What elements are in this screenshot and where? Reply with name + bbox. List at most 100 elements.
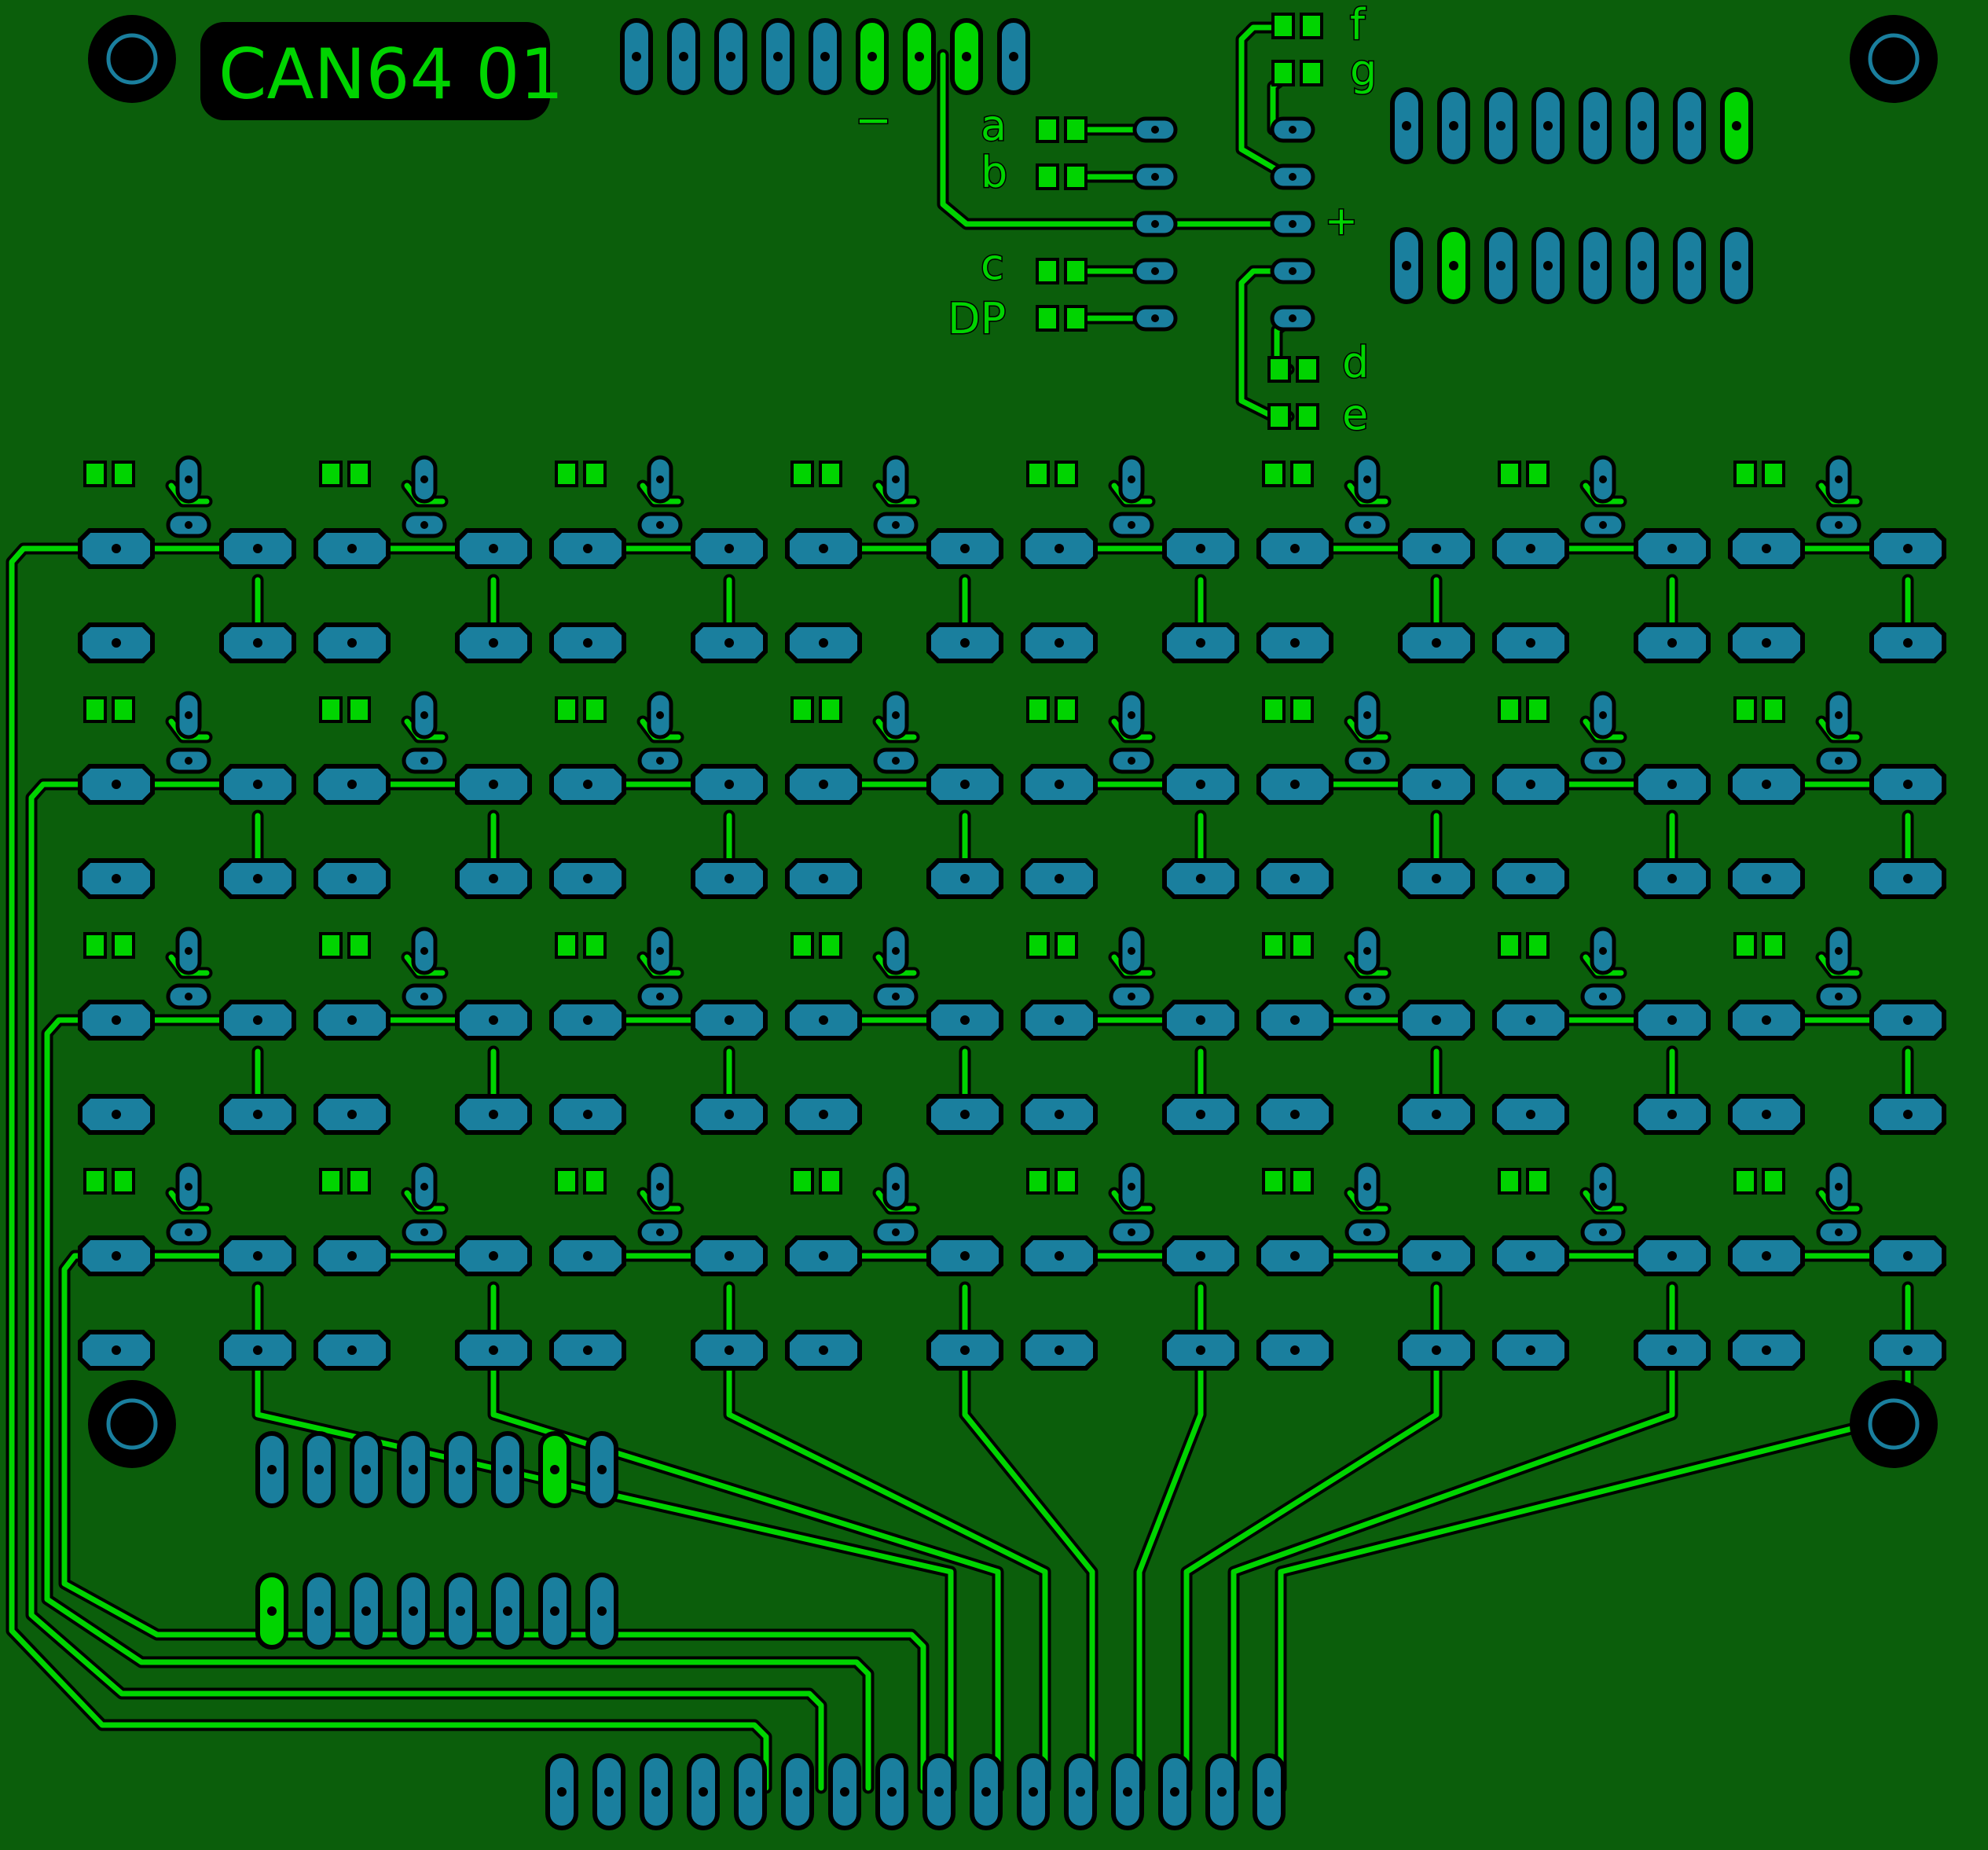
cell-3-2-pad-c-drill	[347, 1110, 357, 1119]
cell-4-4-led-a	[790, 1168, 814, 1195]
cell-3-2-pad-b-drill	[489, 1015, 498, 1025]
cell-1-4-led-a	[790, 461, 814, 487]
bottom-header-pin-16-drill	[1264, 1787, 1274, 1797]
right-upper-header-pin-7-drill	[1685, 121, 1694, 130]
right-upper-header-pin-8-drill	[1732, 121, 1741, 130]
bottom-header-pin-8-drill	[887, 1787, 897, 1797]
cell-1-7-pad-c-drill	[1526, 638, 1535, 648]
row-trace-4	[61, 1253, 926, 1791]
cell-1-2-pad-b-drill	[489, 544, 498, 553]
top-header-pin-5-drill	[820, 52, 830, 61]
cell-2-1-led-pad-drill	[185, 757, 193, 765]
row-trace-1	[9, 545, 769, 1791]
cell-2-3-led-pad-drill	[656, 757, 664, 765]
left-upper-header-pin-4-drill	[409, 1465, 418, 1474]
cell-1-3-pad-a-drill	[583, 544, 592, 553]
right-lower-header-pin-1-drill	[1402, 261, 1411, 270]
cell-4-4-pad-d-drill	[960, 1345, 970, 1355]
cell-3-7-pad-d-drill	[1667, 1110, 1677, 1119]
left-lower-header-pin-7-drill	[550, 1606, 559, 1616]
right-upper-header-pin-4-drill	[1543, 121, 1553, 130]
cell-3-1-pad-c-drill	[112, 1110, 121, 1119]
mounting-hole-2	[1850, 15, 1938, 103]
cell-3-4-pad-b-drill	[960, 1015, 970, 1025]
left-lower-header-pin-3-drill	[361, 1606, 371, 1616]
segment-pad-5-drill	[1151, 314, 1159, 322]
cell-4-3-pad-b-drill	[724, 1251, 734, 1261]
cell-1-8-led-pin-drill	[1835, 475, 1843, 483]
cell-2-3-led-a	[555, 696, 578, 723]
cell-2-6-led-b	[1290, 696, 1314, 723]
cell-1-1-pad-d-drill	[253, 638, 262, 648]
minus-mark: −	[855, 95, 892, 146]
cell-2-5-led-b	[1055, 696, 1078, 723]
right-upper-header-pin-2-drill	[1449, 121, 1458, 130]
cell-3-4-pad-a-drill	[819, 1015, 828, 1025]
right-lower-header-pin-6-drill	[1638, 261, 1647, 270]
cell-3-4-led-pin-drill	[892, 947, 900, 955]
cell-3-5-pad-a-drill	[1055, 1015, 1064, 1025]
cell-1-5-led-pin-drill	[1128, 475, 1135, 483]
segment-label-c: c	[981, 240, 1004, 289]
cell-3-8-pad-a-drill	[1762, 1015, 1771, 1025]
segment-label-g: g	[1350, 46, 1377, 95]
cell-1-5-pad-b-drill	[1196, 544, 1205, 553]
cell-3-2-led-pin-drill	[420, 947, 428, 955]
cell-1-4-led-pad-drill	[892, 521, 900, 529]
cell-3-1-pad-b-drill	[253, 1015, 262, 1025]
cell-2-4-pad-a-drill	[819, 780, 828, 789]
cell-4-1-led-a	[83, 1168, 107, 1195]
bottom-header-pin-2-drill	[604, 1787, 614, 1797]
cell-3-6-led-pad-drill	[1363, 993, 1371, 1000]
mounting-hole-1	[88, 15, 176, 103]
cell-1-8-led-pad-drill	[1835, 521, 1843, 529]
right-lower-header-pin-2-drill	[1449, 261, 1458, 270]
cell-3-1-pad-a-drill	[112, 1015, 121, 1025]
top-header-pin-8-drill	[962, 52, 971, 61]
cell-3-8-pad-b-drill	[1903, 1015, 1913, 1025]
segment-resistor-2-b	[1064, 163, 1088, 190]
cell-1-1-led-a	[83, 461, 107, 487]
cell-4-5-led-pad-drill	[1128, 1228, 1135, 1236]
cell-3-3-led-a	[555, 932, 578, 959]
cell-1-2-led-pin-drill	[420, 475, 428, 483]
left-upper-header-pin-2-drill	[314, 1465, 324, 1474]
cell-4-3-led-pad-drill	[656, 1228, 664, 1236]
cell-1-5-pad-c-drill	[1055, 638, 1064, 648]
bottom-header-pin-1-drill	[557, 1787, 567, 1797]
mounting-hole-ring-2	[1868, 33, 1920, 85]
cell-3-8-led-pin-drill	[1835, 947, 1843, 955]
mounting-hole-ring-3	[106, 1398, 158, 1450]
cell-4-6-led-pad-drill	[1363, 1228, 1371, 1236]
segment-pad-1-drill	[1151, 126, 1159, 134]
cell-1-3-pad-c-drill	[583, 638, 592, 648]
cell-3-1-led-pin-drill	[185, 947, 193, 955]
cell-3-7-led-a	[1498, 932, 1521, 959]
bottom-header-pin-11-drill	[1029, 1787, 1038, 1797]
cell-4-5-pad-c-drill	[1055, 1345, 1064, 1355]
cell-1-2-led-pad-drill	[420, 521, 428, 529]
cell-1-7-led-pad-drill	[1599, 521, 1607, 529]
cell-3-6-pad-a-drill	[1290, 1015, 1300, 1025]
left-upper-header-pin-6-drill	[503, 1465, 512, 1474]
cell-4-2-pad-b-drill	[489, 1251, 498, 1261]
cell-2-2-led-pin-drill	[420, 711, 428, 719]
cell-1-7-pad-a-drill	[1526, 544, 1535, 553]
cell-2-4-led-pad-drill	[892, 757, 900, 765]
cell-3-6-pad-c-drill	[1290, 1110, 1300, 1119]
top-header-pin-2-drill	[679, 52, 688, 61]
bottom-header-pin-10-drill	[981, 1787, 991, 1797]
cell-1-6-led-pin-drill	[1363, 475, 1371, 483]
cell-2-4-pad-c-drill	[819, 874, 828, 883]
cell-3-3-led-pad-drill	[656, 993, 664, 1000]
segment-label-a: a	[981, 101, 1007, 150]
cell-2-2-led-b	[347, 696, 371, 723]
cell-3-2-pad-d-drill	[489, 1110, 498, 1119]
left-lower-header-pin-2-drill	[314, 1606, 324, 1616]
cell-4-1-pad-b-drill	[253, 1251, 262, 1261]
cell-1-2-pad-d-drill	[489, 638, 498, 648]
cell-2-2-pad-c-drill	[347, 874, 357, 883]
cell-4-5-pad-a-drill	[1055, 1251, 1064, 1261]
cell-2-1-pad-b-drill	[253, 780, 262, 789]
segment-label-d: d	[1342, 338, 1369, 387]
